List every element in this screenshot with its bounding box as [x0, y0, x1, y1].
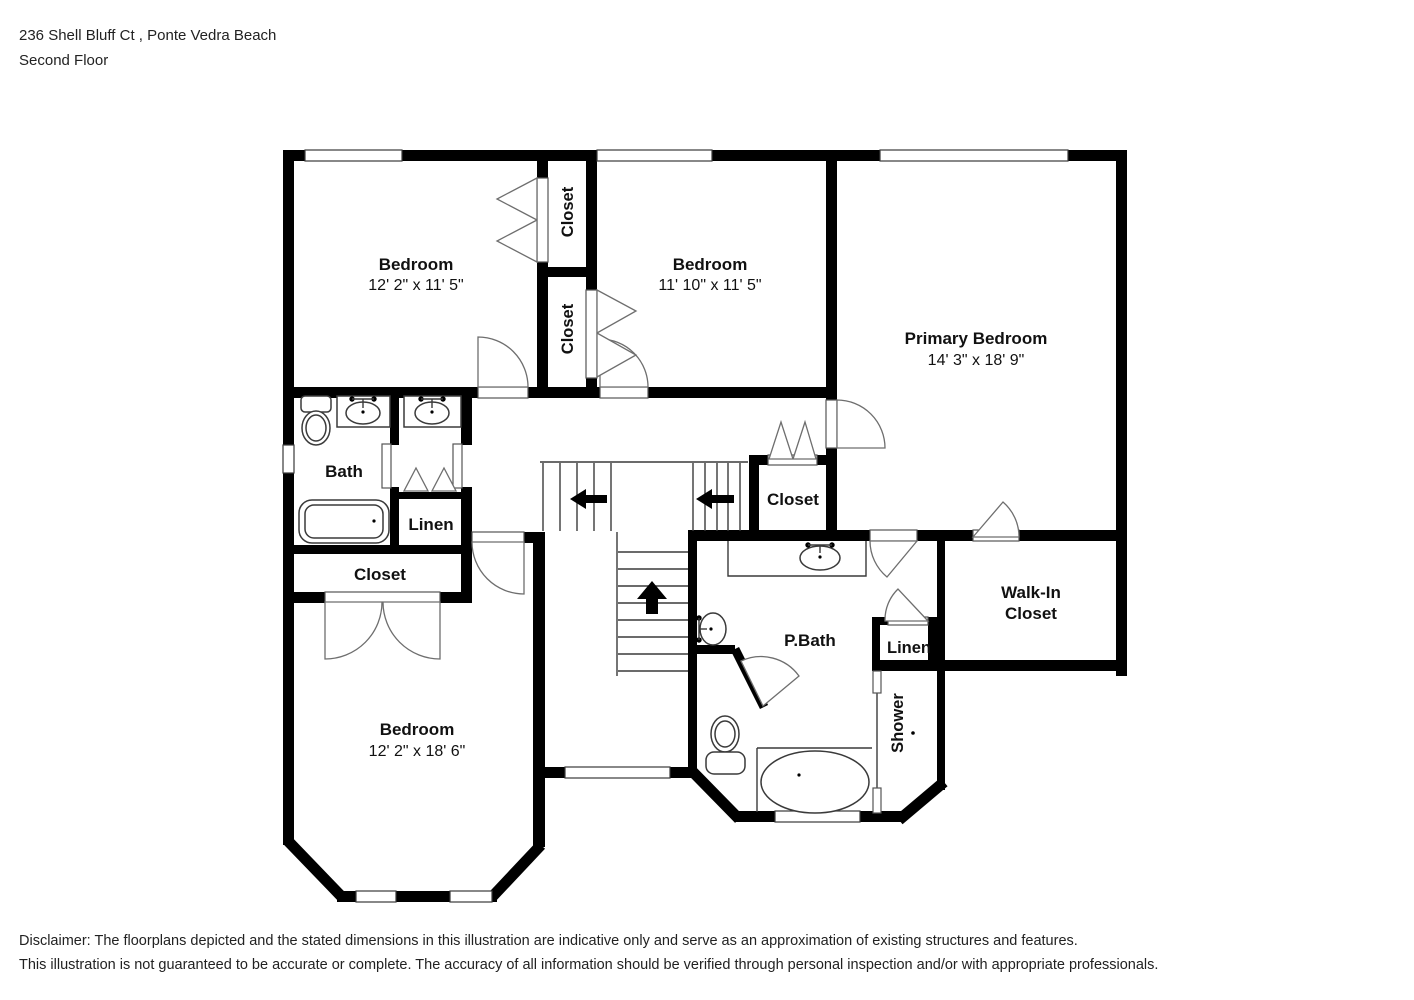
window-bay-2: [449, 890, 493, 903]
staircase: [540, 461, 748, 676]
label-middle-closet: Closet: [767, 490, 819, 509]
door-closet-double-right: [382, 601, 441, 660]
door-primary-bedroom: [836, 399, 886, 449]
label-hall-closet: Closet: [354, 565, 406, 584]
bifold-closet-upper: [495, 176, 538, 264]
toilet-icon-hall-bath: [300, 395, 332, 446]
dims-bedroom-top-middle: 11' 10" x 11' 5": [658, 277, 761, 294]
window-top-middle: [596, 149, 713, 162]
dims-bedroom-top-left: 12' 2" x 11' 5": [368, 277, 463, 294]
label-bedroom-bottom-left: Bedroom: [380, 720, 455, 739]
door-closet-double-left: [324, 601, 383, 660]
disclaimer: Disclaimer: The floorplans depicted and …: [19, 929, 1158, 977]
windows: [282, 149, 1069, 903]
toilet-icon-primary-bath: [705, 715, 746, 775]
window-top-right: [879, 149, 1069, 162]
floor-label: Second Floor: [19, 52, 109, 69]
stairs-arrow-left-2: [696, 489, 734, 509]
bifold-closet-lower: [596, 288, 638, 379]
door-primary-linen: [884, 588, 930, 622]
door-hall-to-bedroom: [471, 541, 525, 595]
door-water-closet: [740, 655, 800, 708]
label-hall-linen: Linen: [408, 515, 453, 534]
window-top-left: [304, 149, 403, 162]
bifold-hall-linen: [402, 466, 458, 492]
shower-glass: [872, 670, 915, 814]
label-bedroom-top-left: Bedroom: [379, 255, 454, 274]
window-hall-bottom: [564, 766, 671, 779]
sink-icon-hall-bath-2: [403, 395, 462, 428]
label-primary-bath: P.Bath: [784, 631, 836, 650]
door-bedroom-top-left: [477, 336, 529, 388]
stairs-arrow-up: [637, 581, 667, 614]
disclaimer-line-1: Disclaimer: The floorplans depicted and …: [19, 933, 1078, 949]
label-closet-upper: Closet: [559, 186, 577, 237]
label-primary-linen: Linen: [887, 639, 931, 657]
sink-icon-primary-vanity: [727, 541, 867, 577]
label-bedroom-top-middle: Bedroom: [673, 255, 748, 274]
door-primary-bath: [869, 540, 919, 578]
fixtures: [298, 395, 915, 814]
walls: [283, 150, 1127, 902]
label-bath: Bath: [325, 462, 363, 481]
sink-icon-hall-bath-1: [336, 395, 391, 428]
door-swings: [324, 176, 1020, 708]
sink-icon-primary-pedestal: [696, 612, 727, 646]
plan-header: 236 Shell Bluff Ct , Ponte Vedra Beach S…: [19, 23, 276, 73]
bathtub-icon-hall-bath: [298, 499, 390, 544]
dims-bedroom-bottom-left: 12' 2" x 18' 6": [369, 743, 466, 760]
label-closet-lower: Closet: [559, 303, 577, 354]
window-bay-1: [355, 890, 397, 903]
stairs-arrow-left-1: [570, 489, 607, 509]
label-primary-bedroom: Primary Bedroom: [905, 329, 1048, 348]
door-walk-in-closet: [971, 501, 1020, 538]
bifold-middle-closet: [768, 419, 817, 460]
disclaimer-line-2: This illustration is not guaranteed to b…: [19, 957, 1159, 973]
label-shower: Shower: [889, 693, 907, 753]
label-walk-in-line1: Walk-In: [1001, 583, 1061, 602]
room-labels: Bedroom 12' 2" x 11' 5" Bedroom 11' 10" …: [325, 186, 1061, 760]
dims-primary-bedroom: 14' 3" x 18' 9": [928, 352, 1025, 369]
label-walk-in-line2: Closet: [1005, 604, 1057, 623]
address-line: 236 Shell Bluff Ct , Ponte Vedra Beach: [19, 27, 277, 44]
bathtub-icon-primary-bath: [756, 747, 872, 814]
window-bath-left: [282, 444, 295, 474]
